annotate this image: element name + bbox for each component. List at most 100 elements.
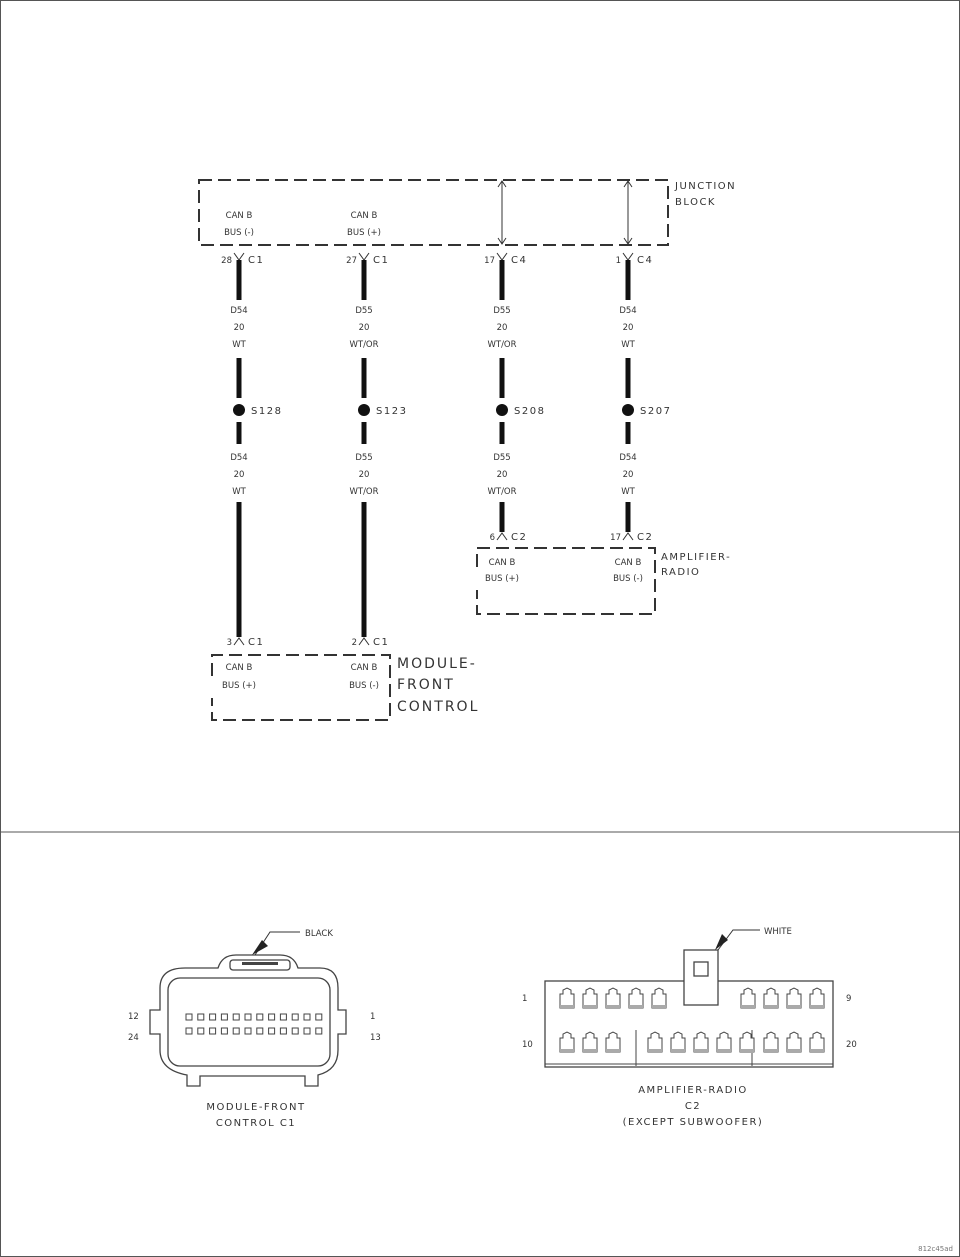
mfc-label-2: FRONT xyxy=(397,677,455,693)
wire-color: WT/OR xyxy=(487,487,516,497)
pin-name: CAN B xyxy=(351,211,378,221)
mfc-connector-view: 12 24 1 13 BLACK MODULE-FRONT CONTROL C1 xyxy=(128,929,381,1129)
connector-id: C4 xyxy=(637,255,653,266)
connector-id: C1 xyxy=(373,637,389,648)
wire-circuit: D54 xyxy=(619,453,636,463)
pin-cavity xyxy=(209,1013,217,1021)
pin-cavity xyxy=(185,1027,193,1035)
splice-dot xyxy=(622,404,634,416)
mfc-label-3: CONTROL xyxy=(397,699,479,715)
terminal-cavity xyxy=(740,987,756,1009)
pin-name: CAN B xyxy=(615,558,642,568)
pin-cavity xyxy=(220,1027,228,1035)
pin-number: 1 xyxy=(616,256,621,266)
pin-number: 3 xyxy=(227,638,232,648)
terminal-cavity xyxy=(651,987,667,1009)
pin-number: 17 xyxy=(610,533,621,543)
pin-cavity xyxy=(232,1013,240,1021)
wire-color: WT/OR xyxy=(487,340,516,350)
terminal-cavity xyxy=(582,987,598,1009)
amplifier-radio-label-1: AMPLIFIER- xyxy=(661,552,731,563)
pin-number: 13 xyxy=(370,1033,381,1043)
terminal-cavity xyxy=(559,1031,575,1053)
pin-name: BUS (-) xyxy=(224,228,254,238)
pin-name: BUS (+) xyxy=(222,681,256,691)
splice-dot xyxy=(233,404,245,416)
junction-block-label-1: JUNCTION xyxy=(674,181,736,192)
pin-number: 24 xyxy=(128,1033,139,1043)
wire-gauge: 20 xyxy=(234,470,245,480)
wire-circuit: D55 xyxy=(355,453,372,463)
wire-circuit: D54 xyxy=(230,306,247,316)
connector-symbol xyxy=(496,532,508,541)
pin-name: CAN B xyxy=(489,558,516,568)
pin-number: 12 xyxy=(128,1012,139,1022)
pin-name: BUS (+) xyxy=(347,228,381,238)
connector-symbol xyxy=(622,532,634,541)
wire-color: WT xyxy=(621,340,635,350)
figure-id: 812c45ad xyxy=(918,1245,953,1253)
splice-label: S123 xyxy=(376,406,407,417)
pin-cavity xyxy=(209,1027,217,1035)
splice-label: S207 xyxy=(640,406,671,417)
connector-symbol xyxy=(358,637,370,646)
caption: MODULE-FRONT xyxy=(206,1102,305,1113)
terminal-cavity xyxy=(670,1031,686,1053)
junction-block: JUNCTION BLOCK CAN B BUS (-) CAN B BUS (… xyxy=(198,179,736,246)
connector-symbol xyxy=(233,637,245,646)
amplifier-radio-label-2: RADIO xyxy=(661,567,700,578)
pin-cavity xyxy=(268,1013,276,1021)
pin-number: 6 xyxy=(490,533,495,543)
pin-cavity xyxy=(197,1013,205,1021)
pin-cavity xyxy=(232,1027,240,1035)
caption: (EXCEPT SUBWOOFER) xyxy=(623,1117,764,1128)
pin-name: BUS (+) xyxy=(485,574,519,584)
pin-number: 10 xyxy=(522,1040,533,1050)
wire-gauge: 20 xyxy=(623,470,634,480)
terminal-cavity xyxy=(582,1031,598,1053)
wire-gauge: 20 xyxy=(359,323,370,333)
pin-cavity xyxy=(256,1013,264,1021)
terminal-cavity xyxy=(605,1031,621,1053)
wire-circuit: D55 xyxy=(493,306,510,316)
pin-cavity xyxy=(315,1027,323,1035)
wire-gauge: 20 xyxy=(623,323,634,333)
pin-number: 27 xyxy=(346,256,357,266)
connector-symbol xyxy=(358,252,370,261)
pin-cavity xyxy=(197,1027,205,1035)
amp-connector-view: WHITE 1 10 9 20 AMPLIFIER-RADIO C2 (EXCE… xyxy=(522,927,857,1128)
pin-cavity xyxy=(268,1027,276,1035)
pin-name: BUS (-) xyxy=(349,681,379,691)
pin-cavity xyxy=(185,1013,193,1021)
terminal-cavity xyxy=(716,1031,732,1053)
terminal-cavity xyxy=(739,1031,755,1053)
caption: C2 xyxy=(685,1101,701,1112)
pin-cavity xyxy=(279,1013,287,1021)
splice-dot xyxy=(496,404,508,416)
terminal-cavity xyxy=(786,987,802,1009)
terminal-cavity xyxy=(763,987,779,1009)
connector-id: C1 xyxy=(248,255,264,266)
pin-number: 9 xyxy=(846,994,851,1004)
module-front-control-box: MODULE- FRONT CONTROL CAN B BUS (+) CAN … xyxy=(211,654,479,721)
terminal-cavity xyxy=(786,1031,802,1053)
terminal-cavity xyxy=(809,987,825,1009)
wire-color: WT xyxy=(621,487,635,497)
mfc-label-1: MODULE- xyxy=(397,656,477,672)
amplifier-radio-box: AMPLIFIER- RADIO CAN B BUS (+) CAN B BUS… xyxy=(476,547,731,615)
pin-cavity xyxy=(244,1027,252,1035)
wire-color: WT/OR xyxy=(349,487,378,497)
connector-id: C1 xyxy=(373,255,389,266)
connector-id: C4 xyxy=(511,255,527,266)
pin-cavity xyxy=(315,1013,323,1021)
connector-symbol xyxy=(233,252,245,261)
caption: CONTROL C1 xyxy=(216,1118,296,1129)
pin-cavity xyxy=(244,1013,252,1021)
terminal-cavity xyxy=(693,1031,709,1053)
